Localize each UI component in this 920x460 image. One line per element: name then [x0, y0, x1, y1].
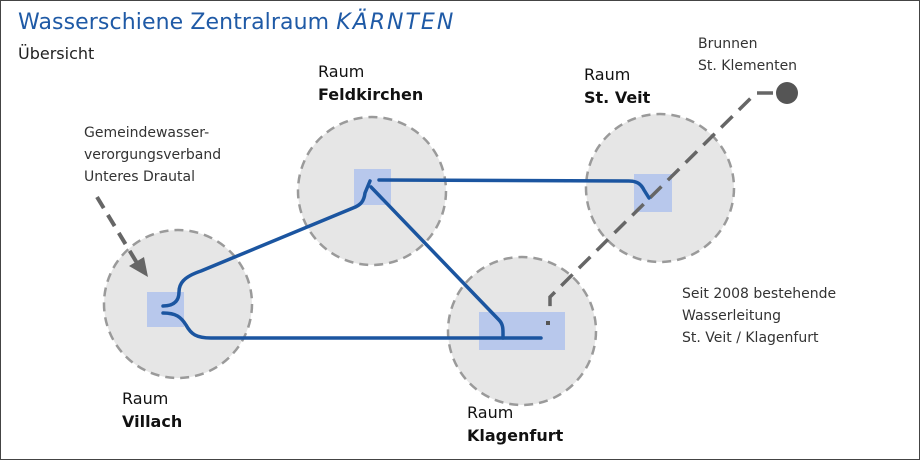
brunnen-st-klementen-dot — [776, 82, 798, 104]
region-label-name: Klagenfurt — [467, 426, 564, 445]
note-line: verorgungsverband — [84, 147, 222, 163]
pipeline-feldkirchen-klagenfurt — [369, 185, 505, 340]
region-label-villach: Raum Villach — [122, 387, 182, 433]
hub-klagenfurt — [479, 312, 565, 350]
region-label-name: St. Veit — [584, 88, 651, 107]
pipeline-feldkirchen-st-veit — [377, 178, 651, 200]
klagenfurt-endpoint-dot — [546, 321, 550, 325]
region-label-feldkirchen: Raum Feldkirchen — [318, 60, 423, 106]
region-label-name: Villach — [122, 412, 183, 431]
note-gemeindewasserverband: Gemeindewasser- verorgungsverband Untere… — [84, 122, 221, 188]
title-accent: KÄRNTEN — [336, 10, 456, 35]
pipeline-villach-klagenfurt — [161, 311, 543, 340]
drautal-arrow-head — [129, 257, 148, 277]
drautal-dashed-arrow — [95, 195, 139, 265]
region-label-line1: Raum — [467, 403, 514, 422]
note-line: Gemeindewasser- — [84, 125, 210, 141]
region-label-line1: Raum — [122, 389, 169, 408]
note-line: Seit 2008 bestehende — [682, 286, 837, 302]
note-line: Brunnen — [698, 36, 758, 52]
note-bestehende-wasserleitung: Seit 2008 bestehende Wasserleitung St. V… — [682, 283, 836, 349]
note-line: St. Klementen — [698, 58, 798, 74]
note-line: Wasserleitung — [682, 308, 781, 324]
pipeline-villach-feldkirchen — [161, 179, 372, 308]
title-main: Wasserschiene Zentralraum — [18, 10, 330, 35]
note-line: Unteres Drautal — [84, 169, 195, 185]
region-label-klagenfurt: Raum Klagenfurt — [467, 401, 563, 447]
diagram-subtitle: Übersicht — [18, 44, 95, 63]
diagram-title: Wasserschiene Zentralraum KÄRNTEN — [18, 10, 455, 35]
region-label-line1: Raum — [584, 65, 631, 84]
note-line: St. Veit / Klagenfurt — [682, 330, 819, 346]
region-label-line1: Raum — [318, 62, 365, 81]
existing-pipeline-dashed — [548, 91, 773, 307]
region-label-name: Feldkirchen — [318, 85, 424, 104]
region-label-st-veit: Raum St. Veit — [584, 63, 650, 109]
note-brunnen-st-klementen: Brunnen St. Klementen — [698, 33, 797, 77]
